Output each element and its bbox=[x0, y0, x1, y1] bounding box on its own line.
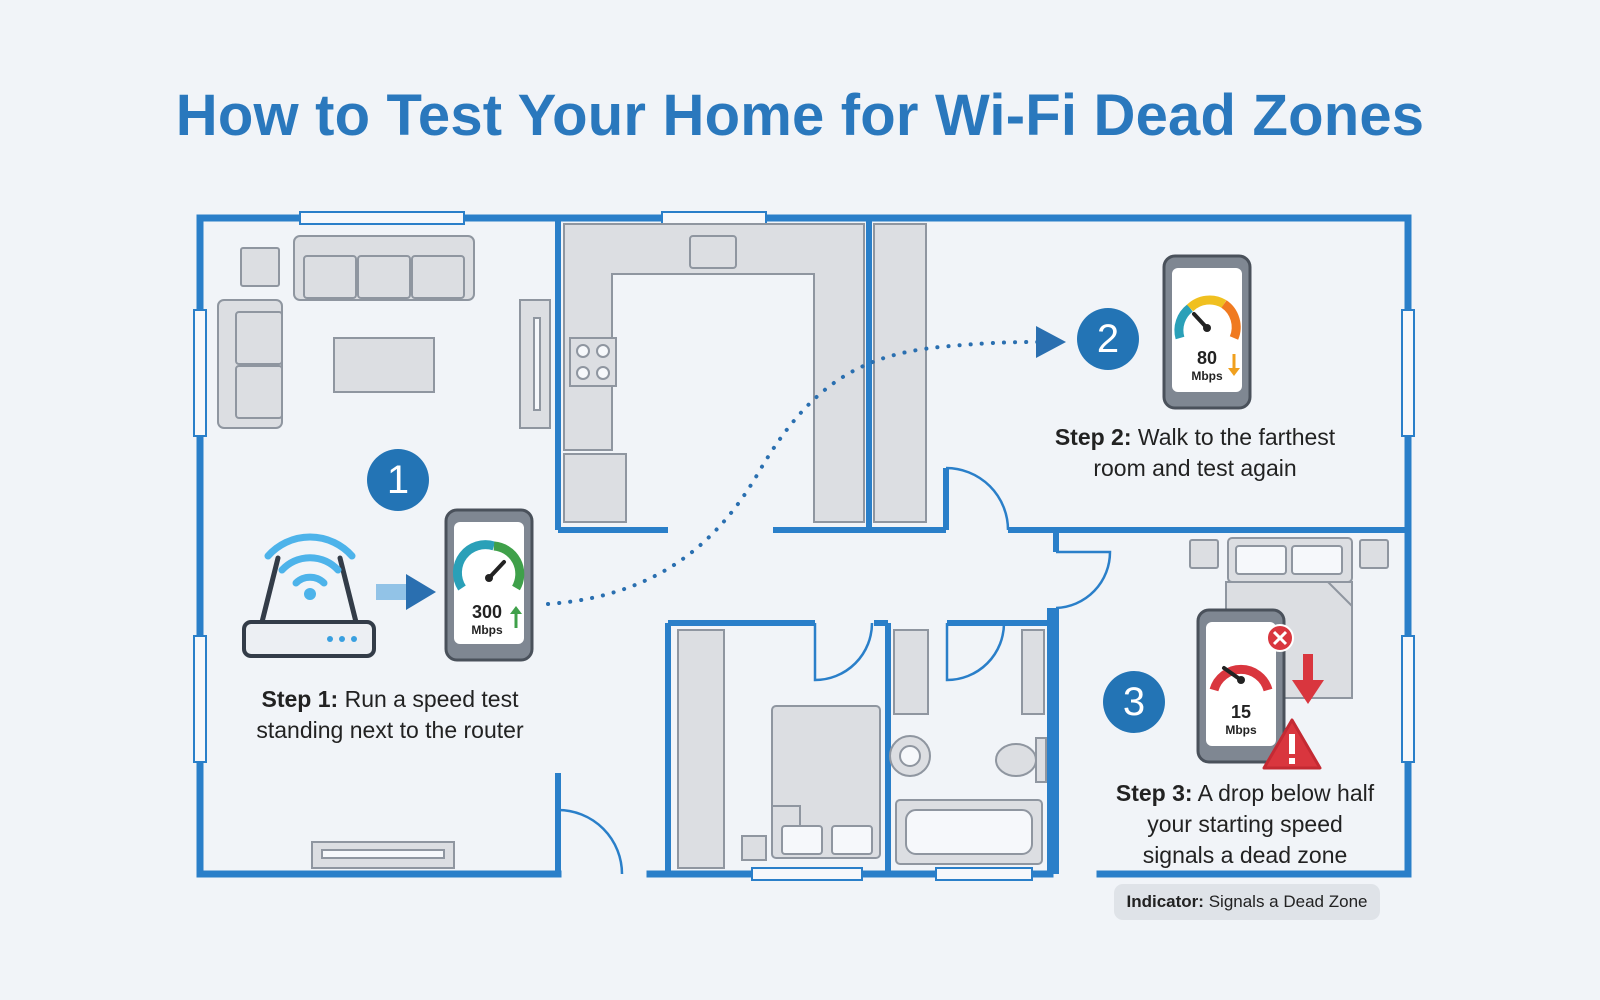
speed-readout-3: 15 Mbps bbox=[1216, 702, 1266, 737]
step-text-line: Walk to the farthest bbox=[1137, 424, 1336, 450]
speed-unit: Mbps bbox=[1191, 369, 1223, 383]
wifi-router-icon bbox=[242, 533, 376, 658]
direction-arrow-icon bbox=[1036, 326, 1066, 358]
speed-unit: Mbps bbox=[471, 623, 503, 637]
step-3-number: 3 bbox=[1122, 679, 1146, 724]
speed-readout-2: 80 Mbps bbox=[1182, 348, 1232, 383]
step-text-line: A drop below half bbox=[1197, 780, 1375, 806]
step-text-line: your starting speed bbox=[1147, 811, 1343, 837]
smartphone-speedometer-icon bbox=[444, 508, 534, 662]
windows bbox=[193, 211, 1415, 881]
indicator-label: Indicator: bbox=[1126, 892, 1204, 911]
speed-value: 80 bbox=[1196, 348, 1218, 368]
arrow-right-icon bbox=[376, 574, 436, 610]
step-2-caption: Step 2: Walk to the farthest room and te… bbox=[1020, 422, 1370, 484]
step-1-number: 1 bbox=[386, 457, 410, 502]
step-label: Step 1: bbox=[261, 686, 339, 712]
step-label: Step 3: bbox=[1115, 780, 1193, 806]
speed-unit: Mbps bbox=[1225, 723, 1257, 737]
indicator-badge: Indicator: Signals a Dead Zone bbox=[1114, 884, 1380, 920]
step-3-badge: 3 bbox=[1103, 671, 1165, 733]
step-text-line: signals a dead zone bbox=[1142, 842, 1348, 868]
door-swings bbox=[556, 466, 1112, 875]
arrow-down-icon bbox=[1292, 654, 1324, 704]
speed-readout-1: 300 Mbps bbox=[462, 602, 512, 637]
step-text-line: room and test again bbox=[1093, 455, 1297, 481]
speed-value: 15 bbox=[1230, 702, 1252, 722]
smartphone-speedometer-icon bbox=[1196, 608, 1286, 764]
step-text-line: standing next to the router bbox=[256, 717, 524, 743]
warning-triangle-icon bbox=[1262, 718, 1322, 770]
indicator-text: Signals a Dead Zone bbox=[1208, 892, 1368, 911]
step-label: Step 2: bbox=[1054, 424, 1132, 450]
furniture bbox=[217, 223, 1389, 869]
speed-value: 300 bbox=[471, 602, 503, 622]
page-title: How to Test Your Home for Wi-Fi Dead Zon… bbox=[175, 83, 1425, 148]
walking-path bbox=[546, 340, 1042, 606]
step-2-number: 2 bbox=[1096, 316, 1120, 361]
step-1-badge: 1 bbox=[367, 449, 429, 511]
interior-walls bbox=[555, 218, 1408, 874]
arrow-down-icon bbox=[1228, 368, 1240, 376]
step-1-caption: Step 1: Run a speed test standing next t… bbox=[210, 684, 570, 746]
close-x-icon bbox=[1266, 624, 1294, 652]
step-text-line: Run a speed test bbox=[344, 686, 519, 712]
arrow-up-icon bbox=[510, 606, 522, 614]
step-2-badge: 2 bbox=[1077, 308, 1139, 370]
smartphone-speedometer-icon bbox=[1162, 254, 1252, 410]
step-3-caption: Step 3: A drop below half your starting … bbox=[1080, 778, 1410, 871]
